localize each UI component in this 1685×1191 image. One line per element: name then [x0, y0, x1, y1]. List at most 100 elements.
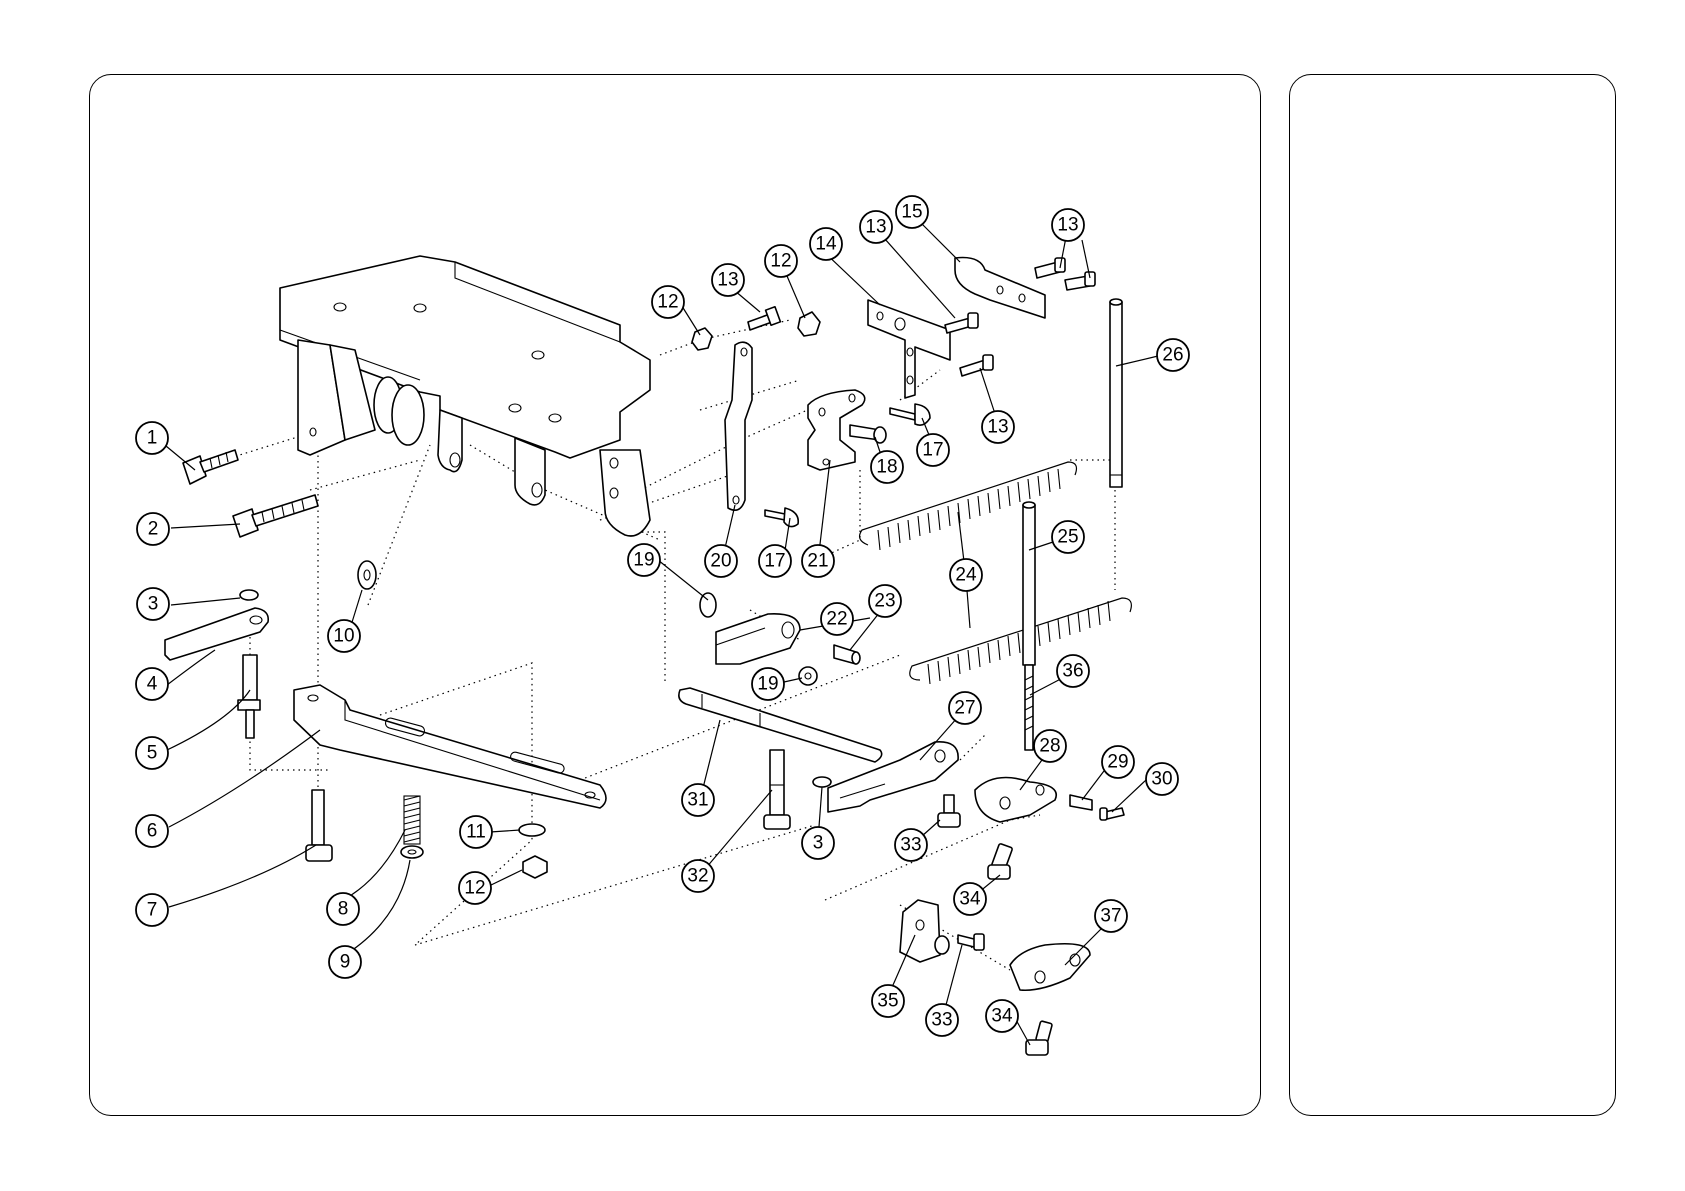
screw-34-lower	[1026, 1021, 1052, 1055]
washer-9	[401, 846, 423, 858]
svg-text:22: 22	[826, 609, 847, 630]
svg-text:23: 23	[874, 591, 895, 612]
bracket-15	[955, 258, 1045, 319]
svg-text:20: 20	[710, 551, 731, 572]
callout-19-upper: 19	[628, 544, 660, 576]
callout-30: 30	[1146, 763, 1178, 795]
screw-33-middle	[938, 795, 960, 827]
svg-text:11: 11	[466, 822, 486, 843]
callout-13-top: 13	[712, 264, 744, 296]
callout-34-lower: 34	[986, 1000, 1018, 1032]
e-ring-3-lower	[813, 777, 831, 787]
svg-text:1: 1	[147, 428, 158, 449]
rod-25	[1023, 502, 1035, 665]
pin-18	[850, 425, 886, 443]
svg-text:9: 9	[340, 952, 351, 973]
callout-10: 10	[328, 620, 360, 652]
callout-13-lower: 13	[982, 411, 1014, 443]
callout-21: 21	[802, 545, 834, 577]
svg-text:6: 6	[147, 821, 158, 842]
svg-text:13: 13	[1057, 215, 1078, 236]
svg-text:34: 34	[991, 1006, 1013, 1027]
stud-5	[238, 655, 260, 738]
spring-8	[404, 796, 420, 844]
callout-13-mid: 13	[860, 211, 892, 243]
callout-32: 32	[682, 860, 714, 892]
svg-text:28: 28	[1039, 736, 1060, 757]
screw-13-lower	[960, 355, 993, 376]
svg-text:5: 5	[147, 743, 158, 764]
svg-text:12: 12	[770, 251, 791, 272]
svg-text:18: 18	[876, 457, 897, 478]
callout-12-bottom: 12	[459, 872, 491, 904]
svg-text:19: 19	[633, 550, 654, 571]
callout-33-lower: 33	[926, 1004, 958, 1036]
pin-32	[764, 750, 790, 829]
svg-text:13: 13	[717, 270, 738, 291]
svg-text:29: 29	[1107, 752, 1128, 773]
washer-19-upper	[700, 593, 716, 617]
callout-3-lower: 3	[802, 827, 834, 859]
washer-10	[358, 561, 376, 589]
callout-24: 24	[950, 559, 982, 591]
screw-17-lower	[765, 508, 798, 527]
callout-36: 36	[1057, 655, 1089, 687]
svg-text:10: 10	[333, 626, 354, 647]
main-bracket	[280, 256, 650, 536]
screw-34-upper	[988, 843, 1013, 879]
svg-text:3: 3	[813, 833, 824, 854]
lever-4	[165, 608, 268, 660]
callout-20: 20	[705, 545, 737, 577]
callout-19-lower: 19	[752, 668, 784, 700]
callout-18: 18	[871, 451, 903, 483]
callout-12-top-right: 12	[765, 245, 797, 277]
clevis-22	[716, 614, 800, 664]
svg-text:21: 21	[807, 551, 828, 572]
svg-text:34: 34	[959, 889, 981, 910]
callout-3: 3	[137, 588, 169, 620]
svg-text:33: 33	[900, 835, 921, 856]
callout-17-lower: 17	[759, 545, 791, 577]
screw-13-mid	[945, 313, 978, 333]
callout-37: 37	[1095, 900, 1127, 932]
svg-text:26: 26	[1162, 345, 1183, 366]
screw-13-top	[748, 307, 780, 330]
screw-30	[1100, 808, 1124, 820]
link-37	[1010, 944, 1090, 991]
callout-22: 22	[821, 603, 853, 635]
plate-6	[294, 685, 606, 808]
svg-text:36: 36	[1062, 661, 1083, 682]
pin-23	[834, 645, 860, 664]
callout-23: 23	[869, 585, 901, 617]
pin-29	[1070, 795, 1092, 810]
svg-text:3: 3	[148, 594, 159, 615]
callout-28: 28	[1034, 730, 1066, 762]
callout-27: 27	[949, 692, 981, 724]
callout-8: 8	[327, 893, 359, 925]
nut-12	[523, 856, 547, 878]
callout-4: 4	[136, 668, 168, 700]
svg-text:13: 13	[987, 417, 1008, 438]
svg-text:33: 33	[931, 1010, 952, 1031]
rod-26	[1110, 299, 1122, 487]
svg-text:13: 13	[865, 217, 886, 238]
callout-11: 11	[460, 816, 492, 848]
nut-12-top-left	[692, 328, 712, 350]
callout-15: 15	[896, 196, 928, 228]
rod-36	[1025, 665, 1033, 750]
clamp-28	[975, 778, 1056, 823]
e-ring-3	[240, 590, 258, 600]
callout-31: 31	[682, 784, 714, 816]
svg-text:31: 31	[687, 790, 708, 811]
screw-13-right-b	[1065, 272, 1095, 290]
nut-12-top-right	[798, 312, 820, 336]
bracket-14	[868, 300, 950, 398]
svg-text:17: 17	[764, 551, 785, 572]
callout-14: 14	[810, 228, 842, 260]
svg-text:32: 32	[687, 866, 708, 887]
svg-text:19: 19	[757, 674, 778, 695]
callout-2: 2	[137, 513, 169, 545]
callout-13-right: 13	[1052, 209, 1084, 241]
svg-text:17: 17	[922, 440, 943, 461]
callout-12-top-left: 12	[652, 286, 684, 318]
